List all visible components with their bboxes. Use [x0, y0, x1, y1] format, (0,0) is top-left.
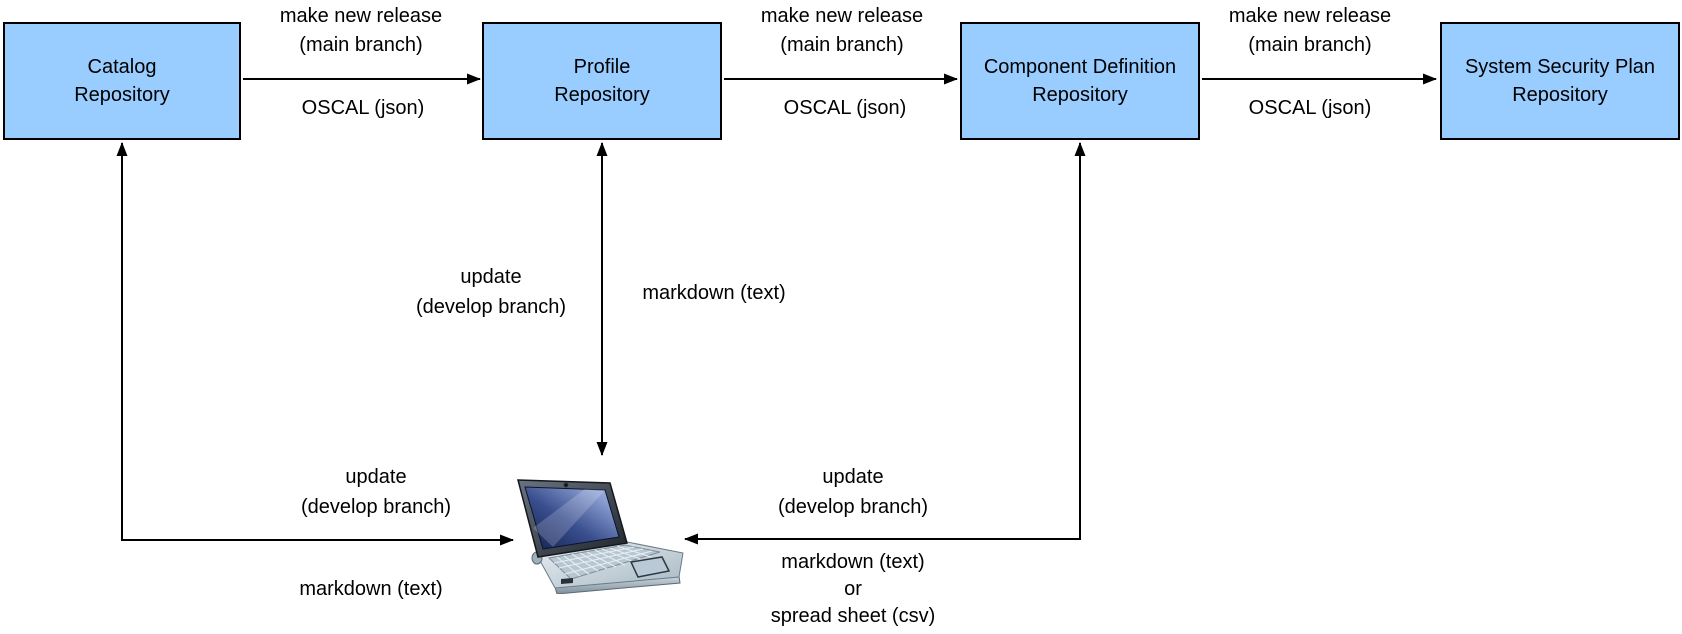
- edge-label-oscal-3: OSCAL (json): [1248, 97, 1372, 119]
- connector-component-laptop: [684, 142, 1086, 545]
- laptop-icon: [517, 479, 684, 594]
- connector-catalog-laptop: [116, 142, 514, 546]
- node-catalog-repository: Catalog Repository: [3, 22, 241, 140]
- node-system-security-plan-repository: System Security Plan Repository: [1440, 22, 1680, 140]
- laptop-port: [561, 578, 573, 584]
- edge-label-oscal-2: OSCAL (json): [783, 97, 907, 119]
- node-label-line: Profile: [573, 56, 631, 78]
- edge-label-release-1: make new release (main branch): [279, 5, 443, 56]
- edge-label-oscal-1: OSCAL (json): [301, 97, 425, 119]
- laptop-webcam: [563, 482, 569, 488]
- node-component-definition-repository: Component Definition Repository: [960, 22, 1200, 140]
- node-label-line: Repository: [554, 84, 650, 106]
- node-label-line: System Security Plan: [1464, 56, 1656, 78]
- node-profile-repository: Profile Repository: [482, 22, 722, 140]
- node-label-line: Repository: [1032, 84, 1128, 106]
- laptop-trackpad: [629, 556, 671, 578]
- node-label-line: Catalog: [87, 56, 157, 78]
- laptop-screen-sheen: [533, 489, 605, 547]
- edge-label-markdown-or-csv-right: markdown (text) or spread sheet (csv): [770, 551, 936, 627]
- laptop-screen: [524, 486, 620, 550]
- laptop-keyboard: [547, 544, 661, 580]
- edge-label-markdown-left: markdown (text): [299, 578, 443, 600]
- node-label-line: Repository: [74, 84, 170, 106]
- node-label-line: Component Definition: [983, 56, 1177, 78]
- node-label-line: Repository: [1512, 84, 1608, 106]
- edge-label-release-3: make new release (main branch): [1228, 5, 1392, 56]
- edge-label-release-2: make new release (main branch): [760, 5, 924, 56]
